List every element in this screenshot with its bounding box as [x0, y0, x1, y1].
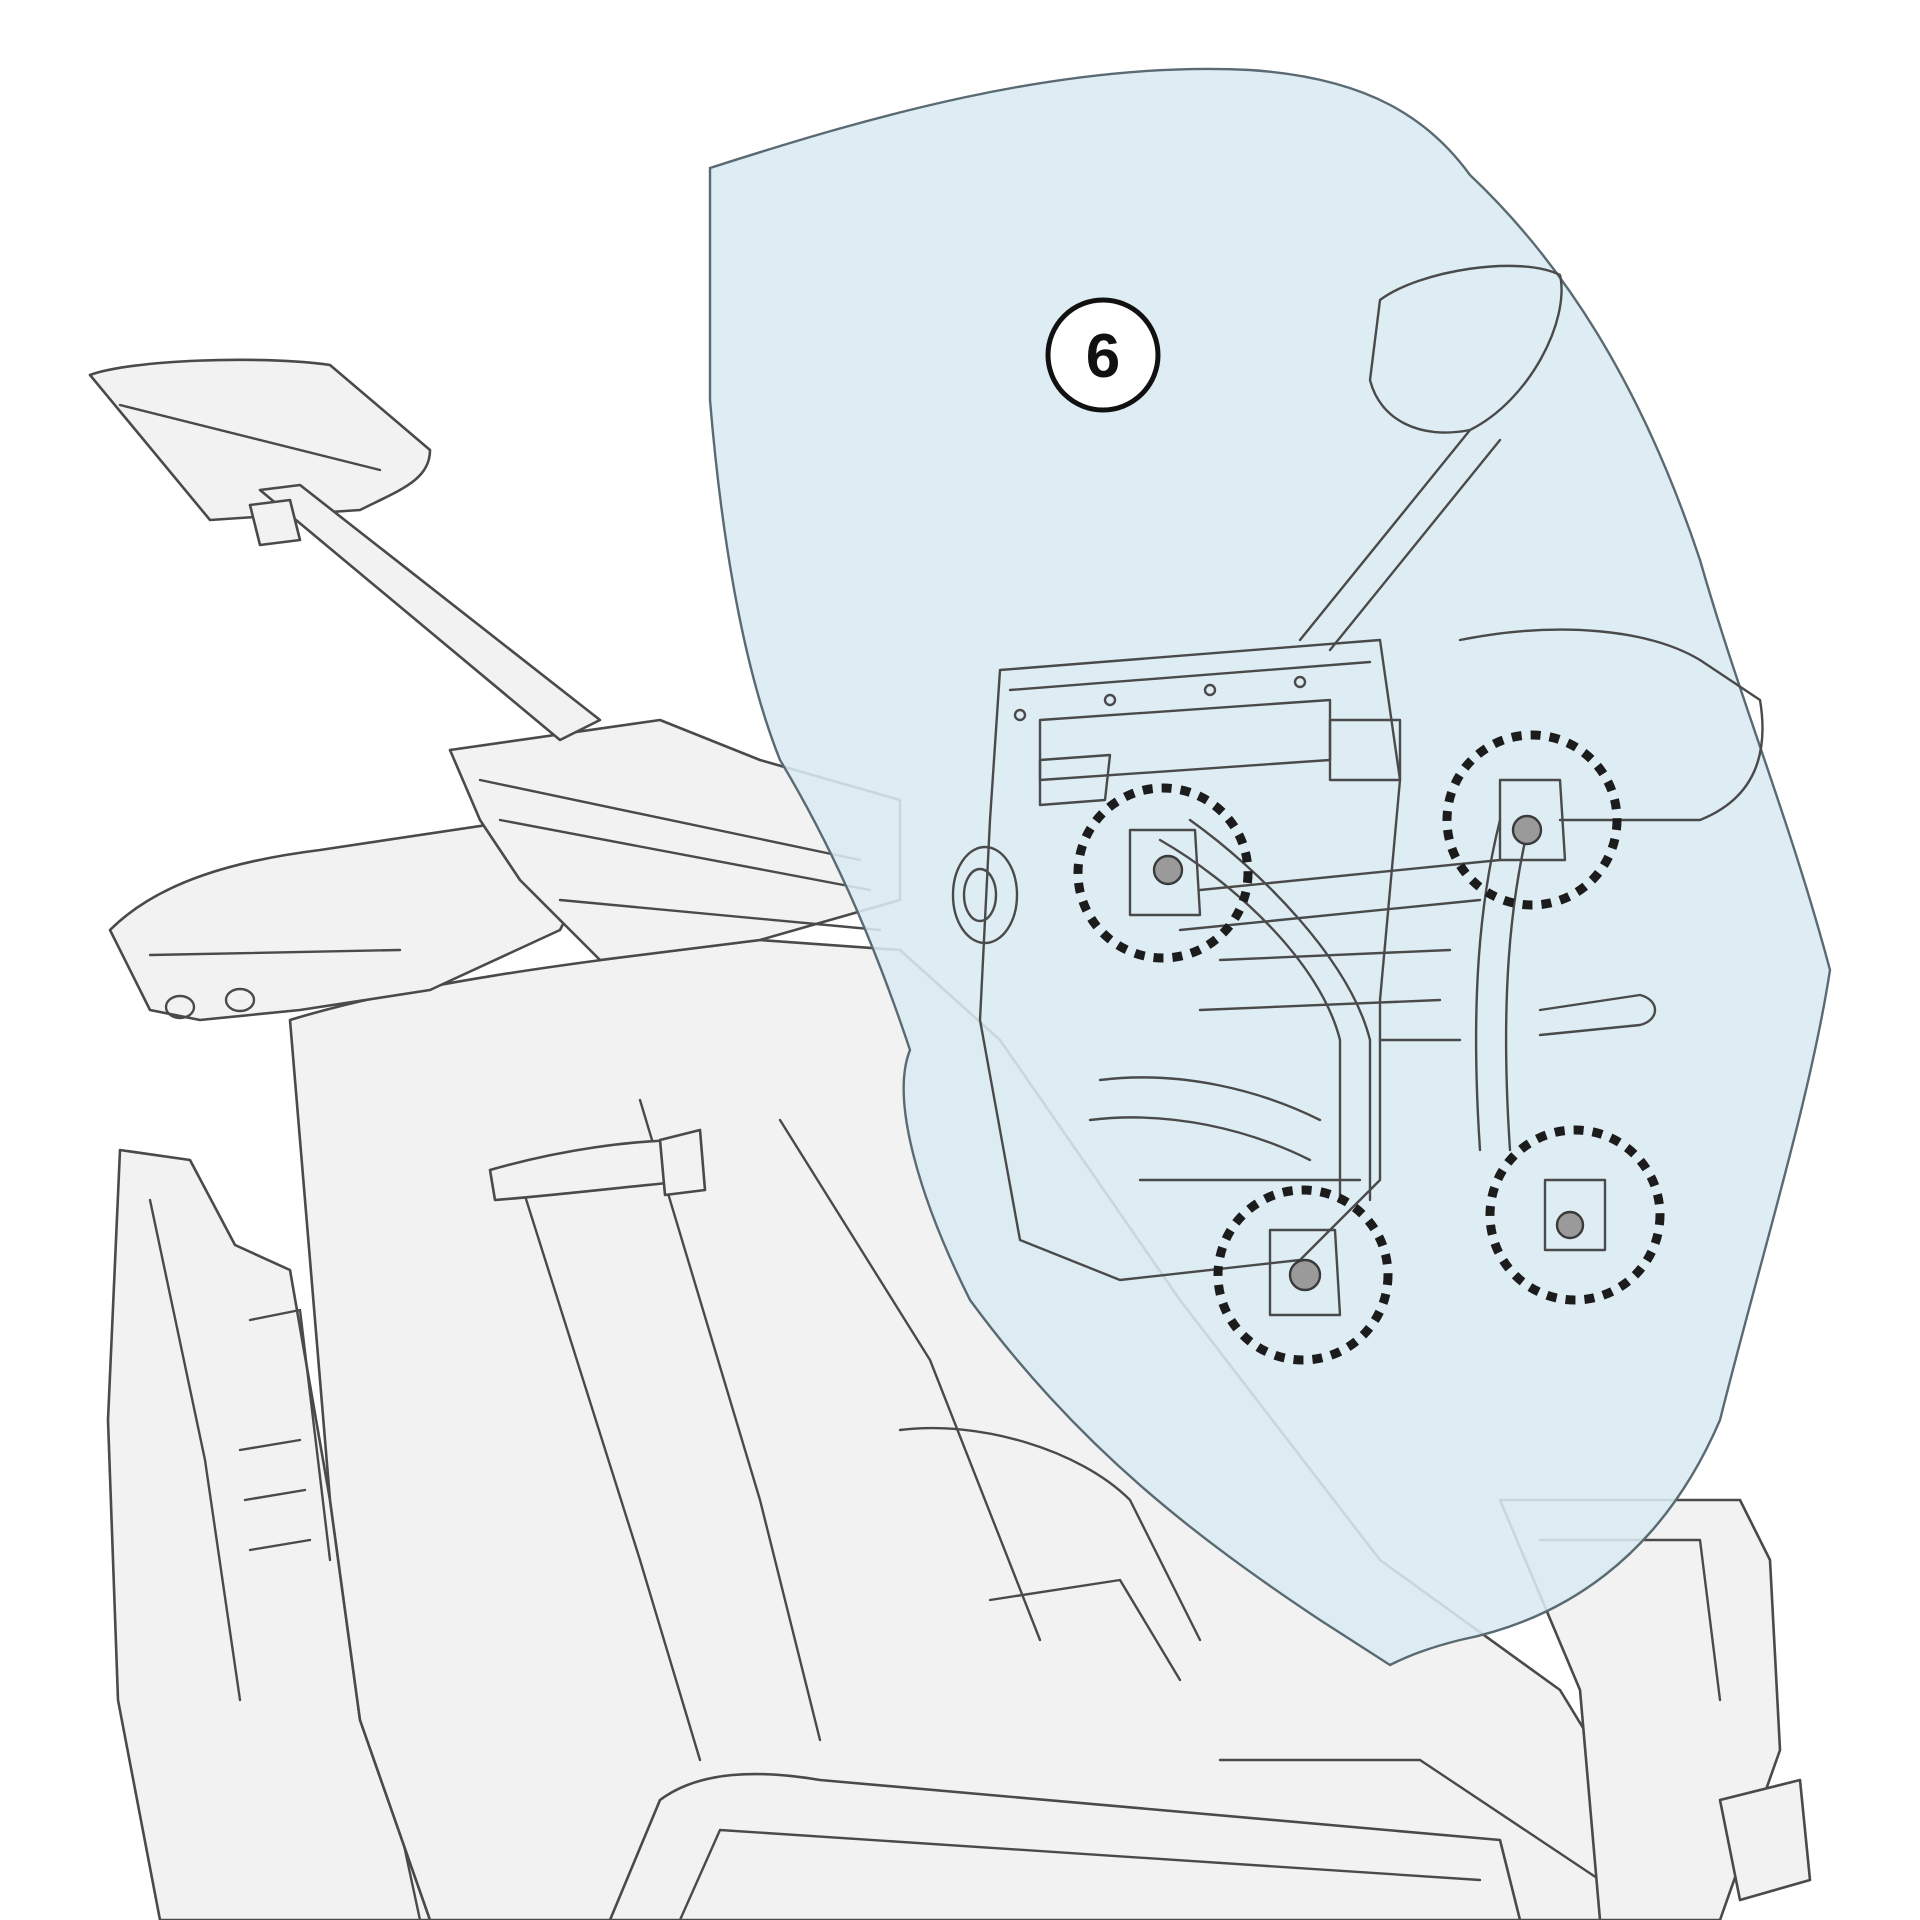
- fastening-points: [1073, 730, 1665, 1365]
- step-number-badge: 6: [1045, 297, 1161, 413]
- fastening-point-upper-right: [1442, 730, 1622, 910]
- windscreen: [708, 67, 1832, 1667]
- motorcycle-bodywork: [88, 358, 1812, 1920]
- fastening-point-upper-left: [1073, 783, 1253, 963]
- fastening-point-lower-right: [1485, 1125, 1665, 1305]
- step-number: 6: [1086, 322, 1120, 391]
- fastening-point-lower-left: [1213, 1185, 1393, 1365]
